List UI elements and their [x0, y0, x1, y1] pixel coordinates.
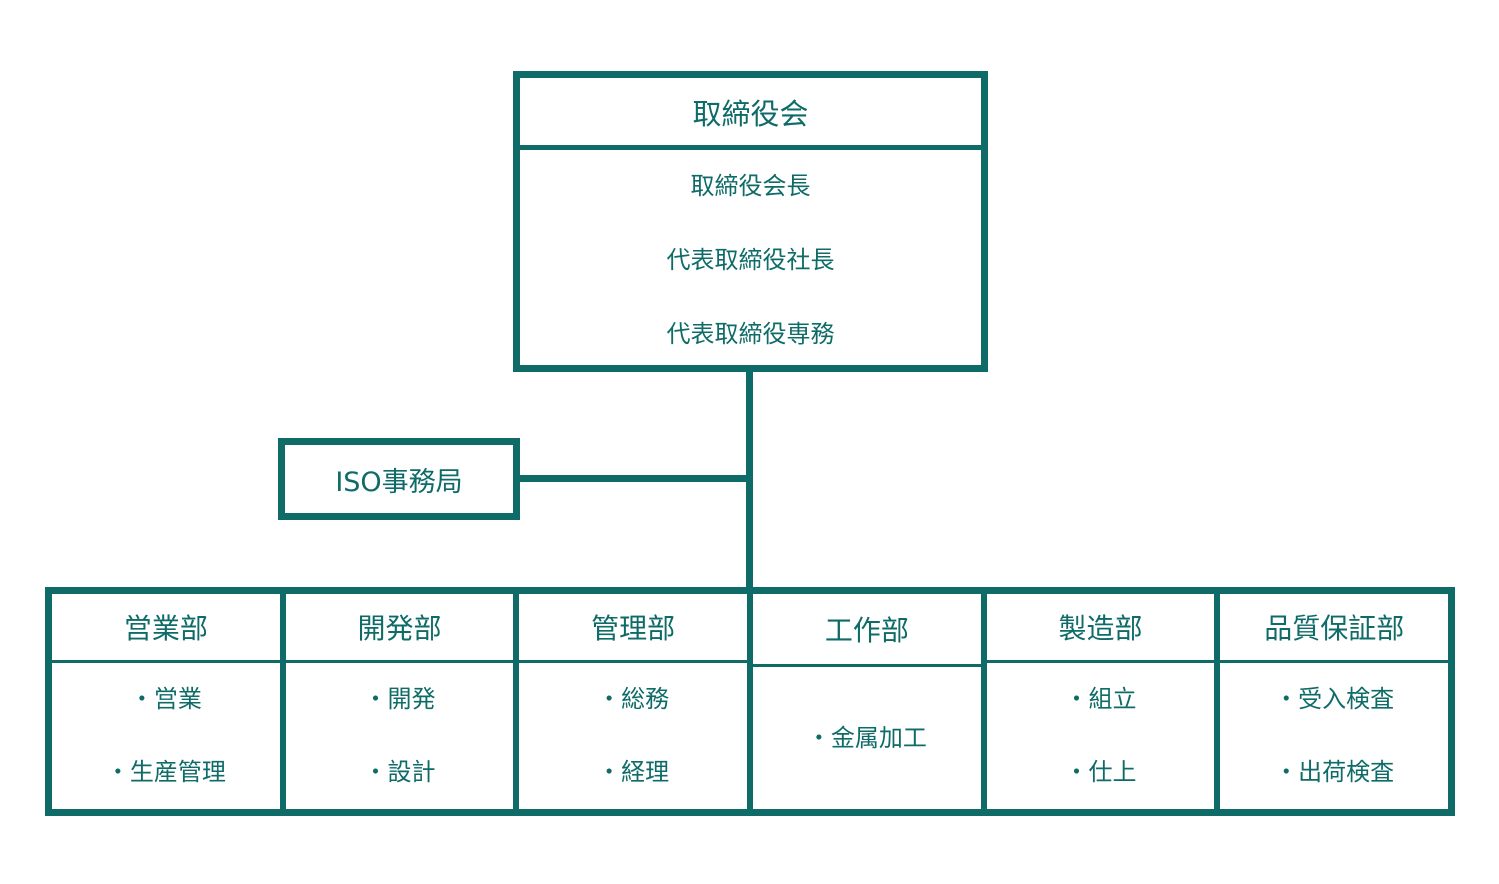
dept-quality-assurance: 品質保証部 ・受入検査 ・出荷検査: [1220, 594, 1449, 809]
dept-items: ・開発 ・設計: [286, 663, 514, 809]
dept-item: ・総務: [597, 685, 670, 713]
dept-title: 開発部: [285, 594, 514, 663]
dept-title: 営業部: [52, 594, 280, 663]
iso-office-box: ISO事務局: [278, 438, 520, 520]
dept-item: ・出荷検査: [1274, 758, 1395, 786]
board-members: 取締役会長 代表取締役社長 代表取締役専務: [520, 150, 981, 370]
departments-row: 営業部 ・営業 ・生産管理 開発部 ・開発 ・設計 管理部 ・総務 ・経理 工作…: [45, 587, 1455, 816]
board-box: 取締役会 取締役会長 代表取締役社長 代表取締役専務: [513, 71, 988, 372]
iso-office-label: ISO事務局: [335, 466, 463, 498]
dept-administration: 管理部 ・総務 ・経理: [519, 594, 754, 809]
dept-item: ・開発: [363, 685, 436, 713]
board-title: 取締役会: [520, 78, 981, 150]
dept-title: 製造部: [986, 594, 1215, 663]
dept-items: ・受入検査 ・出荷検査: [1220, 663, 1448, 809]
dept-item: ・金属加工: [806, 723, 927, 752]
dept-item: ・設計: [363, 758, 436, 786]
dept-items: ・総務 ・経理: [519, 663, 747, 809]
dept-item: ・生産管理: [105, 758, 226, 786]
dept-item: ・組立: [1064, 685, 1137, 713]
dept-item: ・仕上: [1064, 758, 1137, 786]
board-member-chairman: 取締役会長: [690, 172, 811, 200]
connector-iso: [520, 475, 750, 482]
dept-items: ・金属加工: [753, 667, 981, 809]
dept-items: ・営業 ・生産管理: [52, 663, 280, 809]
dept-item: ・営業: [129, 685, 202, 713]
dept-manufacturing: 製造部 ・組立 ・仕上: [986, 594, 1221, 809]
board-member-president: 代表取締役社長: [666, 246, 835, 274]
dept-title: 工作部: [753, 594, 981, 667]
dept-development: 開発部 ・開発 ・設計: [285, 594, 520, 809]
dept-title: 管理部: [519, 594, 748, 663]
dept-machining: 工作部 ・金属加工: [753, 594, 987, 809]
dept-title: 品質保証部: [1220, 594, 1449, 663]
dept-items: ・組立 ・仕上: [987, 663, 1215, 809]
board-member-senior-director: 代表取締役専務: [666, 320, 835, 348]
dept-item: ・受入検査: [1274, 685, 1395, 713]
dept-sales: 営業部 ・営業 ・生産管理: [52, 594, 286, 809]
dept-item: ・経理: [597, 758, 670, 786]
